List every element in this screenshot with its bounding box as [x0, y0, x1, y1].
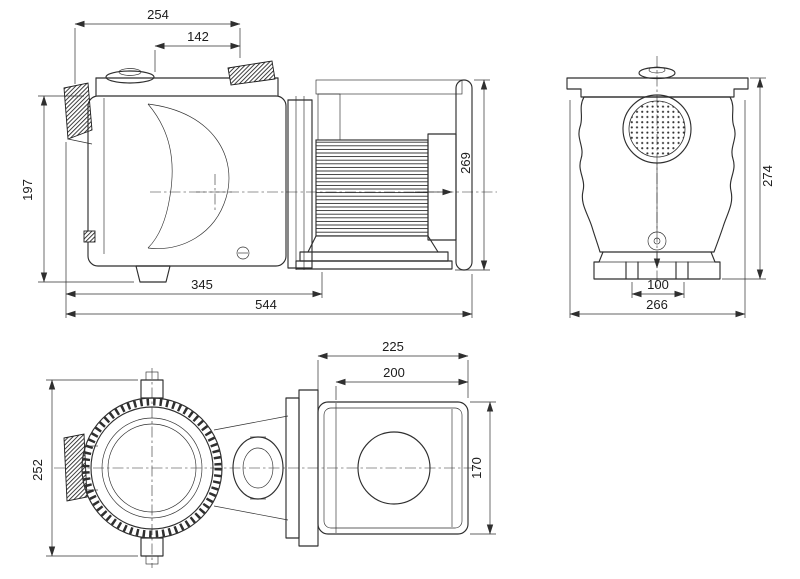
dim-label-274: 274 — [760, 165, 775, 187]
dim-side-left-height: 197 — [20, 95, 134, 283]
mounting-flange — [566, 77, 749, 98]
dim-label-254: 254 — [147, 7, 169, 22]
clamp-flange — [287, 96, 313, 270]
base-plate — [295, 260, 453, 270]
motor-foot — [299, 251, 449, 262]
suction-flange-plan — [63, 433, 88, 502]
lid-knurling — [82, 398, 222, 538]
drain-outlet — [647, 231, 667, 251]
motor-plan — [317, 401, 469, 535]
dim-plan-top-inner-width: 200 — [335, 365, 469, 400]
end-view: 274 100 266 — [566, 56, 775, 318]
dim-side-bottom-length: 345 — [65, 142, 323, 318]
suction-flange — [63, 82, 93, 140]
dim-label-197: 197 — [20, 179, 35, 201]
dim-label-345: 345 — [191, 277, 213, 292]
dim-label-200: 200 — [383, 365, 405, 380]
dim-label-142: 142 — [187, 29, 209, 44]
dim-end-overall-width: 266 — [569, 100, 746, 318]
rear-flange-disc — [455, 79, 473, 271]
motor-end-bell — [427, 133, 457, 241]
dim-label-544: 544 — [255, 297, 277, 312]
pump-foot — [135, 265, 171, 283]
drain-plug — [236, 246, 250, 260]
dim-label-170: 170 — [469, 457, 484, 479]
pump-body-end — [578, 96, 736, 253]
discharge-union — [232, 436, 284, 500]
dim-plan-right-height: 170 — [469, 401, 496, 535]
volute-curve — [147, 103, 230, 249]
dim-label-252: 252 — [30, 459, 45, 481]
dim-side-top-width: 254 — [74, 7, 241, 84]
dim-label-266: 266 — [646, 297, 668, 312]
dim-side-overall-length: 544 — [65, 274, 473, 318]
dim-side-right-height: 269 — [455, 79, 490, 271]
motor-fins — [315, 139, 429, 237]
side-view: 254 142 197 269 345 544 — [20, 7, 497, 318]
discharge-port — [227, 60, 276, 86]
dim-side-top-inner-width: 142 — [154, 29, 241, 72]
lid-knob — [105, 70, 155, 84]
motor — [150, 79, 497, 271]
pump-housing — [87, 95, 287, 267]
motor-lifting-boss — [357, 431, 431, 505]
terminal-box — [317, 93, 341, 141]
dim-plan-left-height: 252 — [30, 379, 138, 557]
dim-end-height: 274 — [722, 77, 775, 280]
dim-label-269: 269 — [458, 152, 473, 174]
motor-top-cover — [315, 79, 463, 95]
dim-end-feet-width: 100 — [631, 277, 685, 298]
plan-view: 225 200 252 170 — [30, 339, 496, 568]
housing-drain — [83, 230, 96, 243]
dim-label-225: 225 — [382, 339, 404, 354]
dim-label-100: 100 — [647, 277, 669, 292]
